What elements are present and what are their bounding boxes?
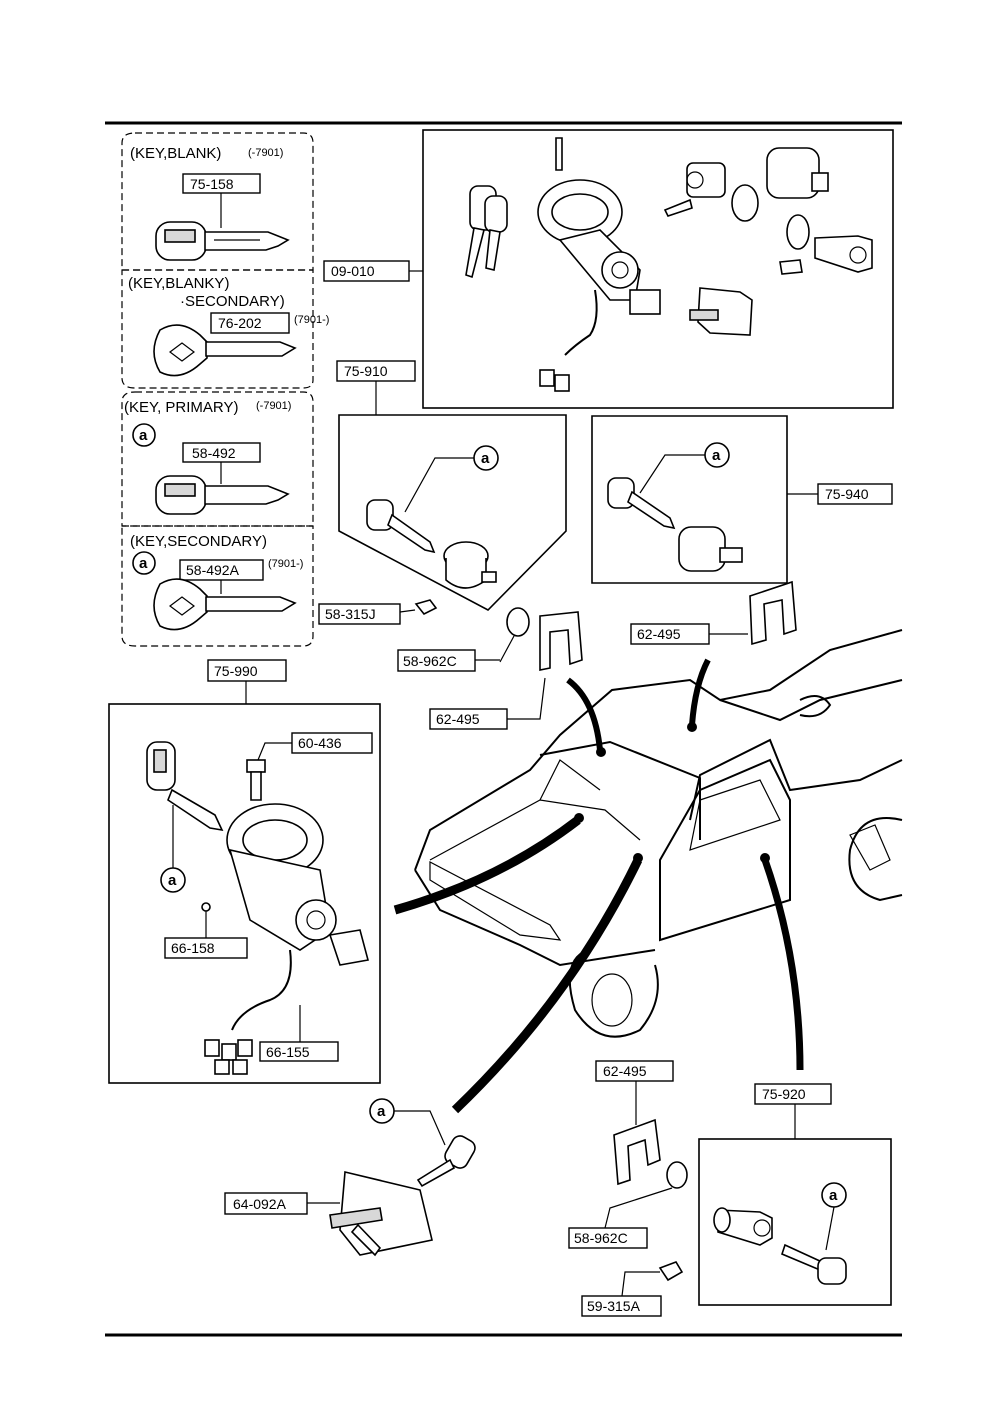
clip-icon	[658, 1261, 684, 1282]
lock-set-09-010: 09-010	[323, 129, 894, 409]
label-62-495-bottom[interactable]: 62-495	[603, 1063, 647, 1079]
callout-a-75-990: a	[168, 872, 177, 889]
label-58-315J[interactable]: 58-315J	[325, 606, 376, 622]
key-blank-icon	[155, 221, 290, 261]
part-62-495-bottom: 62-495	[595, 1060, 674, 1186]
label-76-202-box	[210, 312, 290, 334]
label-75-920[interactable]: 75-920	[762, 1086, 806, 1102]
key-primary-group: (KEY, PRIMARY) (-7901) a 58-492	[121, 391, 314, 527]
lock-cylinder-icon	[443, 541, 497, 589]
key-blanky-code: (7901-)	[294, 314, 329, 326]
label-75-910[interactable]: 75-910	[344, 363, 388, 379]
label-59-315A-box	[581, 1295, 662, 1317]
gasket-icon	[506, 607, 530, 637]
label-62-495-right[interactable]: 62-495	[637, 626, 681, 642]
callout-a-icon	[132, 551, 156, 575]
label-76-202[interactable]: 76-202	[218, 315, 262, 331]
key-primary-code: (-7901)	[256, 400, 291, 412]
part-62-495-right: 62-495	[630, 580, 797, 646]
retainer-icon	[613, 1118, 661, 1186]
key-blanky-icon	[153, 324, 297, 377]
label-58-962C-top[interactable]: 58-962C	[403, 653, 457, 669]
key-icon	[146, 741, 224, 832]
label-58-492A[interactable]: 58-492A	[186, 562, 240, 578]
callout-a-primary: a	[139, 427, 148, 444]
key-icon	[607, 477, 676, 530]
screw-icon	[201, 902, 211, 912]
label-62-495-left[interactable]: 62-495	[436, 711, 480, 727]
retainer-icon	[539, 611, 583, 671]
callout-a-75-910: a	[481, 450, 490, 467]
part-59-315A: 59-315A	[581, 1261, 684, 1317]
label-75-920-box	[754, 1083, 832, 1105]
label-09-010[interactable]: 09-010	[331, 263, 375, 279]
callout-a-icon	[132, 423, 156, 447]
part-64-092A: a 64-092A	[224, 1098, 476, 1257]
key-blank-group: (KEY,BLANK) (-7901) 75-158	[121, 132, 314, 271]
label-59-315A[interactable]: 59-315A	[587, 1298, 641, 1314]
kit-75-940: 75-940 a	[591, 415, 893, 584]
key-icon	[781, 1243, 847, 1285]
key-blank-code: (-7901)	[248, 147, 283, 159]
clip-icon	[414, 599, 438, 616]
key-blanky-group: (KEY,BLANKY) ·SECONDARY) 76-202 (7901-)	[121, 269, 329, 389]
key-icon	[416, 1135, 476, 1188]
key-primary-title: (KEY, PRIMARY)	[124, 399, 238, 416]
retainer-icon	[749, 580, 797, 646]
label-58-492[interactable]: 58-492	[192, 445, 236, 461]
label-58-962C-bottom-box	[568, 1227, 648, 1249]
bolt-icon	[246, 759, 266, 801]
callout-a-64-092A: a	[377, 1103, 386, 1120]
tailgate-lock-cylinder-icon	[779, 235, 873, 275]
callout-a-75-940: a	[712, 447, 721, 464]
key-secondary-title: (KEY,SECONDARY)	[130, 533, 267, 550]
label-58-962C-bottom[interactable]: 58-962C	[574, 1230, 628, 1246]
label-75-990[interactable]: 75-990	[214, 663, 258, 679]
key-blanky-subtitle: ·SECONDARY)	[180, 293, 285, 310]
part-62-495-left: 62-495	[429, 611, 583, 730]
part-58-962C-top: 58-962C	[397, 607, 530, 672]
tailgate-handle-icon	[329, 1171, 433, 1257]
part-58-962C-bottom: 58-962C	[568, 1161, 688, 1249]
part-58-315J: 58-315J	[318, 599, 438, 625]
pickup-truck-illustration	[393, 629, 903, 1114]
handle-lock-icon	[689, 287, 753, 336]
lock-cylinder-icon	[713, 1207, 773, 1246]
label-66-155[interactable]: 66-155	[266, 1044, 310, 1060]
label-60-436[interactable]: 60-436	[298, 735, 342, 751]
label-66-155-box	[259, 1041, 339, 1062]
gasket-icon	[666, 1161, 688, 1189]
label-75-940[interactable]: 75-940	[825, 486, 869, 502]
label-75-158[interactable]: 75-158	[190, 176, 234, 192]
door-lock-cylinder-icon	[663, 162, 759, 222]
ignition-switch-icon	[537, 137, 661, 392]
lock-cylinder-icon	[678, 526, 743, 572]
trunk-lock-cylinder-icon	[766, 147, 829, 250]
label-64-092A[interactable]: 64-092A	[233, 1196, 287, 1212]
kit-75-910: 75-910 a	[336, 360, 567, 611]
kit-75-920: 75-920 a	[698, 1083, 892, 1306]
kit-75-990: 75-990 60-436 a	[108, 659, 381, 1084]
key-secondary-icon	[153, 578, 297, 631]
callout-a-secondary: a	[139, 555, 148, 572]
key-blanky-title: (KEY,BLANKY)	[128, 275, 229, 292]
label-62-495-bottom-box	[595, 1060, 674, 1082]
steering-lock-icon	[204, 803, 369, 1075]
label-75-990-box	[207, 659, 287, 682]
key-secondary-code: (7901-)	[268, 558, 303, 570]
label-58-315J-box	[318, 603, 401, 625]
keys-icon	[465, 185, 508, 279]
label-66-158-box	[164, 937, 248, 959]
callout-a-75-920: a	[829, 1187, 838, 1204]
key-secondary-group: (KEY,SECONDARY) a 58-492A (7901-)	[121, 525, 314, 647]
key-icon	[366, 499, 436, 554]
key-primary-icon	[155, 475, 290, 515]
label-66-158[interactable]: 66-158	[171, 940, 215, 956]
key-blank-title: (KEY,BLANK)	[130, 145, 221, 162]
